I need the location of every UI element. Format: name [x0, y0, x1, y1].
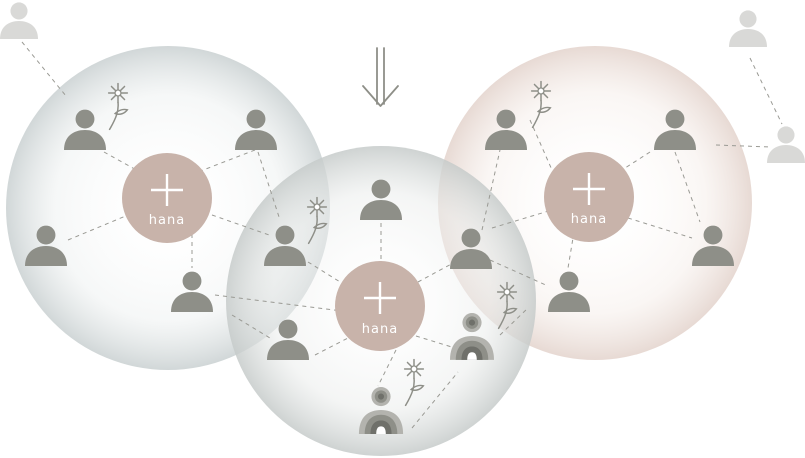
- down-arrow-icon: [362, 47, 399, 107]
- hub-left: hana: [122, 153, 212, 243]
- person-icon: [0, 2, 38, 40]
- hub-label: hana: [149, 213, 185, 228]
- plus-icon: [364, 282, 396, 314]
- connector-lines: [21, 41, 783, 429]
- person-icon: [729, 10, 767, 48]
- plus-icon: [573, 173, 605, 205]
- hub-label: hana: [362, 322, 398, 337]
- hub-label: hana: [571, 212, 607, 227]
- hub-right: hana: [544, 152, 634, 242]
- person-icon: [767, 126, 805, 163]
- plus-icon: [151, 174, 183, 206]
- hub-center: hana: [335, 261, 425, 351]
